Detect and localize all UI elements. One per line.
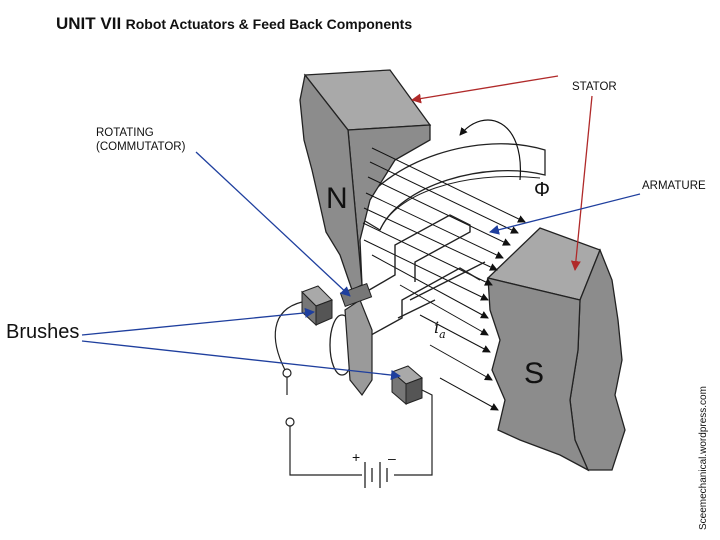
battery-minus: –: [388, 450, 396, 466]
flux-symbol: Φ: [534, 179, 550, 201]
armature-label: ARMATURE: [642, 180, 706, 192]
rotation-arrow: [459, 119, 521, 181]
north-pole-label: N: [326, 182, 348, 215]
flux-lines: [362, 147, 526, 411]
stator-arrow-2: [570, 95, 593, 271]
brush-bottom: [391, 365, 423, 406]
external-circuit: [274, 301, 433, 476]
stator-label: STATOR: [572, 81, 617, 93]
battery-plus: +: [352, 449, 360, 465]
stator-inner-curve: [379, 176, 541, 231]
armature-current-label: ia: [434, 318, 446, 341]
south-pole-label: S: [524, 357, 544, 390]
armature-arrow: [489, 193, 641, 235]
brush-arrow-bottom: [81, 340, 401, 380]
commutator-arrow: [195, 151, 351, 297]
rotating-label: ROTATING: [96, 127, 154, 139]
armature-loop: [351, 214, 486, 341]
battery: [364, 462, 388, 488]
south-pole: S: [486, 227, 626, 472]
watermark-text: Sceemechanical.wordpress.com: [698, 386, 709, 530]
title-unit: UNIT VII: [56, 14, 122, 33]
current-symbol: i: [434, 318, 439, 337]
commutator-label: (COMMUTATOR): [96, 141, 186, 153]
brushes-label: Brushes: [6, 321, 80, 343]
page-title: UNIT VII Robot Actuators & Feed Back Com…: [56, 14, 412, 34]
north-pole: N: [299, 69, 432, 291]
brush-arrow-top: [81, 307, 315, 336]
stator-yoke: [354, 143, 546, 231]
title-subject: Robot Actuators & Feed Back Components: [125, 16, 413, 32]
brush-top: [301, 285, 333, 327]
current-subscript: a: [439, 328, 446, 341]
stator-arrow: [411, 75, 559, 104]
commutator: [329, 282, 373, 397]
